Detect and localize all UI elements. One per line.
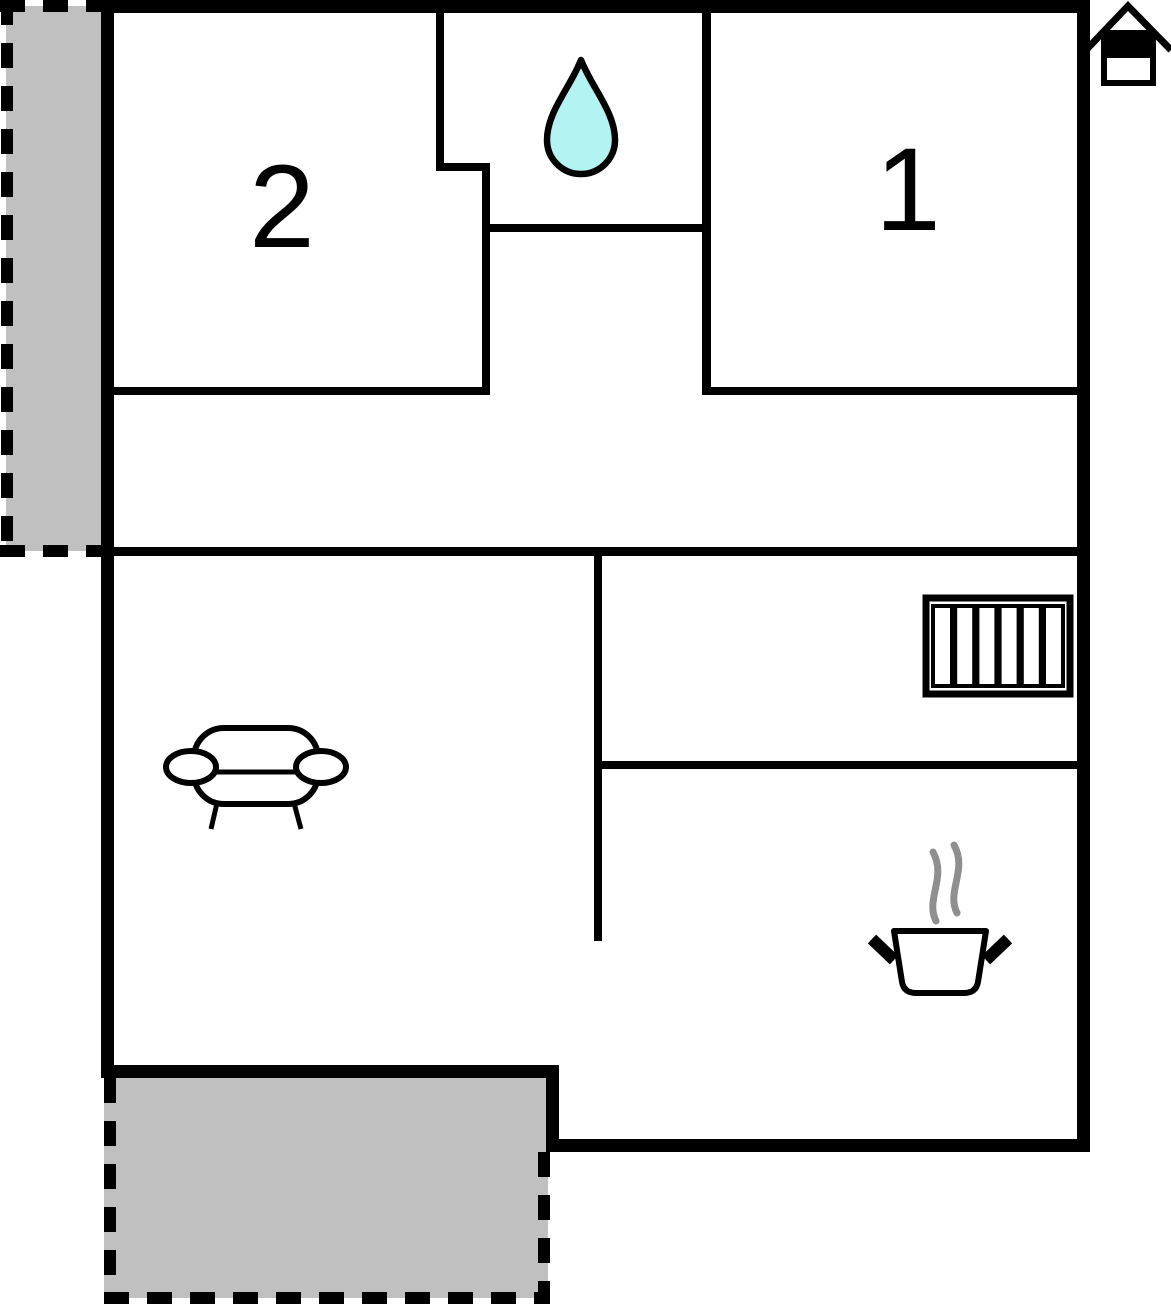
radiator-bar [997, 604, 1021, 688]
radiator-bar [931, 604, 954, 688]
radiator-bar [975, 604, 999, 688]
room-1-label: 1 [875, 124, 941, 256]
wall-segment [702, 387, 1077, 395]
wall-segment [702, 13, 711, 395]
wall-segment [546, 1139, 1090, 1152]
wall-segment [482, 163, 490, 395]
wall-segment [101, 0, 1090, 13]
house-icon-upper-half [1101, 30, 1156, 58]
sofa-armrest [293, 748, 349, 786]
radiator-bar [1042, 604, 1065, 688]
radiator-bars [931, 604, 1065, 688]
pot-body [891, 928, 989, 996]
steam-icon [950, 841, 963, 917]
wall-segment [101, 1065, 559, 1078]
house-icon [1084, 0, 1171, 86]
wall-segment [482, 224, 710, 232]
wall-segment [598, 761, 1077, 769]
pot-handle [981, 934, 1013, 965]
sofa-icon [163, 725, 349, 830]
wall-segment [594, 547, 602, 941]
wall-segment [101, 0, 114, 1078]
radiator-bar [1019, 604, 1043, 688]
pot-handle [867, 934, 899, 965]
wall-segment [546, 1065, 559, 1152]
cooking-pot-icon [867, 841, 1013, 996]
wall-segment [114, 387, 490, 395]
walls [101, 0, 1090, 1152]
water-drop-icon [543, 56, 619, 178]
house-icon-roof [1084, 0, 1171, 53]
radiator-icon [922, 594, 1074, 698]
room-2-label: 2 [249, 141, 315, 273]
wall-segment [1077, 0, 1090, 1152]
wall-segment [436, 163, 490, 171]
terrace-lower [104, 1072, 548, 1298]
radiator-bar [953, 604, 977, 688]
steam-icon [929, 848, 942, 925]
terrace-upper [6, 6, 101, 551]
sofa-leg [291, 802, 304, 830]
terrace-dashed-borders [0, 0, 550, 1304]
wall-segment [436, 13, 444, 171]
sofa-leg [208, 802, 220, 830]
sofa-armrest [163, 748, 219, 786]
